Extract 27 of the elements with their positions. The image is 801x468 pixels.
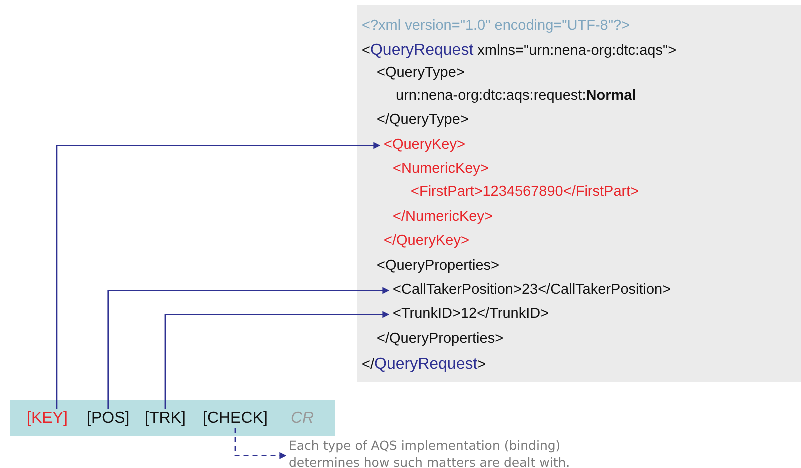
field-label: [CHECK] [203, 409, 268, 428]
code-line: <QueryRequest xmlns="urn:nena-org:dtc:aqs"> [362, 41, 677, 60]
code-line: </QueryType> [377, 112, 469, 130]
code-line: </NumericKey> [393, 209, 493, 226]
note-text: Each type of AQS implementation (binding) determines how such matters are dealt with. [289, 438, 607, 468]
field-label: [KEY] [27, 409, 68, 428]
key-bar [10, 400, 335, 436]
arrow [234, 428, 287, 460]
code-line: <QueryKey> [384, 137, 466, 154]
code-line: <QueryProperties> [377, 258, 500, 276]
code-line: </QueryKey> [384, 233, 470, 250]
code-panel [357, 5, 801, 382]
code-line: <TrunkID>12</TrunkID> [393, 306, 550, 324]
arrow [56, 142, 381, 409]
code-line: <?xml version="1.0" encoding="UTF-8"?> [362, 18, 630, 36]
field-label: [POS] [87, 409, 130, 428]
code-line: <QueryType> [377, 65, 465, 82]
code-line: </QueryProperties> [377, 331, 504, 348]
code-line: <FirstPart>1234567890</FirstPart> [411, 184, 640, 202]
code-line: <NumericKey> [393, 161, 489, 178]
code-line: <CallTakerPosition>23</CallTakerPosition> [393, 282, 672, 300]
field-label: [TRK] [145, 409, 186, 428]
code-line: </QueryRequest> [362, 355, 486, 374]
field-label: CR [291, 409, 314, 428]
code-line: urn:nena-org:dtc:aqs:request:Normal [396, 88, 636, 106]
arrow [108, 287, 390, 409]
arrow [164, 311, 390, 409]
